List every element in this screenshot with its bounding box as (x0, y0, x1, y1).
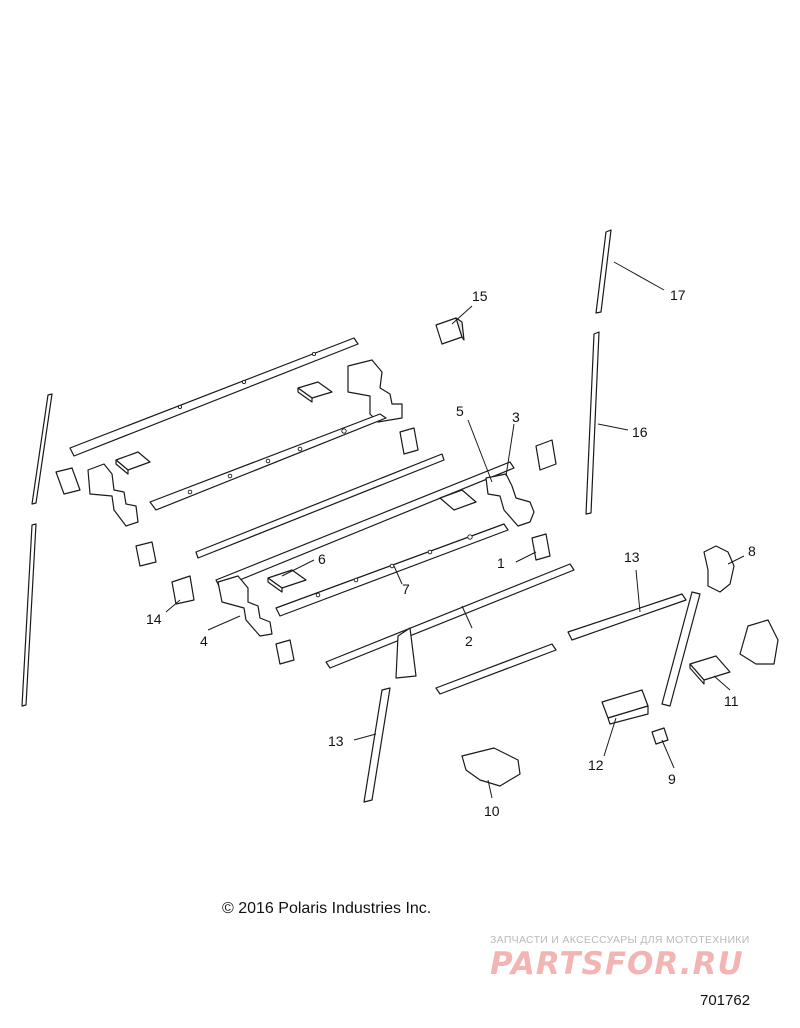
left-bracket (87, 463, 139, 527)
lower-strip (435, 643, 557, 695)
part-1-block (531, 533, 551, 561)
callout-14: 14 (146, 611, 162, 627)
callout-3: 3 (512, 409, 520, 425)
part-4-bracket (217, 575, 273, 637)
callout-13-left: 13 (328, 733, 344, 749)
pad-near-5 (439, 489, 477, 511)
copyright-notice: © 2016 Polaris Industries Inc. (222, 900, 432, 917)
callout-10: 10 (484, 803, 500, 819)
callout-6: 6 (318, 551, 326, 567)
top-rail (69, 337, 359, 457)
callout-1: 1 (497, 555, 505, 571)
part-7-plate (275, 523, 509, 617)
pads-top (115, 381, 333, 475)
part-11-block (689, 655, 731, 685)
part-9-clip (651, 727, 669, 745)
callout-15: 15 (472, 288, 488, 304)
block-near-5 (399, 427, 419, 455)
callout-13-right: 13 (624, 549, 640, 565)
part-15-block (435, 317, 465, 345)
callout-8: 8 (748, 543, 756, 559)
callout-5: 5 (456, 403, 464, 419)
top-plate (149, 413, 387, 511)
watermark-tagline: ЗАПЧАСТИ И АКСЕССУАРЫ ДЛЯ МОТОТЕХНИКИ (490, 934, 750, 946)
part-3-bracket (485, 473, 535, 527)
callout-16: 16 (632, 424, 648, 440)
leader-lines (165, 261, 745, 799)
callout-7: 7 (402, 581, 410, 597)
part-17-rod (595, 229, 612, 314)
callout-11: 11 (724, 693, 739, 709)
part-8 (703, 545, 735, 593)
drawing-number: 701762 (700, 992, 751, 1009)
left-rods (21, 393, 53, 707)
part-16-rod (585, 331, 600, 515)
bracket-near-11 (739, 619, 779, 665)
callout-12: 12 (588, 757, 604, 773)
part-13-strip-left (363, 687, 391, 803)
angled-strip (661, 591, 701, 707)
callout-17: 17 (670, 287, 686, 303)
watermark-logo: PARTSFOR.RU (490, 946, 744, 982)
callout-2: 2 (465, 633, 473, 649)
top-bracket-right (347, 359, 403, 423)
part-5-rail (215, 461, 515, 589)
part-12-block (601, 689, 649, 725)
blocks-left (55, 467, 295, 665)
part-13-strip-right (567, 593, 687, 641)
part-10-bracket (461, 747, 521, 787)
middle-rail-upper (195, 453, 445, 559)
part-6-pad (267, 569, 307, 593)
part-2-rail (325, 563, 575, 669)
callout-9: 9 (668, 771, 676, 787)
block-near-3 (535, 439, 557, 471)
support-post (395, 627, 417, 679)
callout-4: 4 (200, 633, 208, 649)
